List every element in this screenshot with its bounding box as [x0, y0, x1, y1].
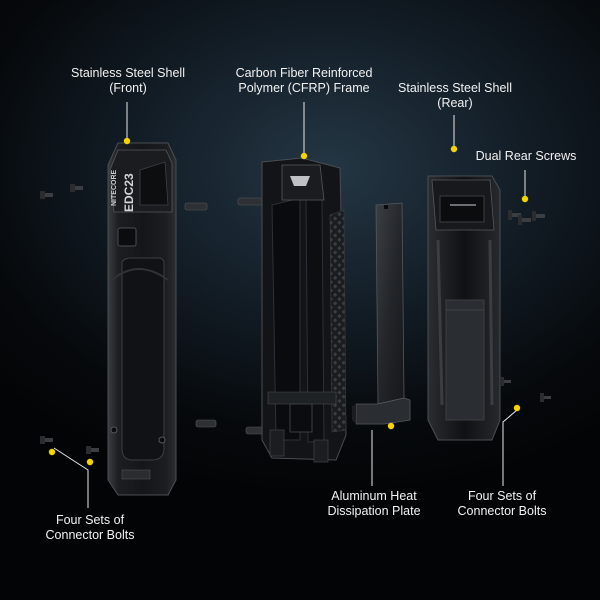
cfrp-frame [261, 157, 347, 463]
label-cfrp-frame: Carbon Fiber Reinforced Polymer (CFRP) F… [235, 66, 373, 95]
label-front-shell: Stainless Steel Shell (Front) [71, 66, 185, 95]
callout-dots [48, 137, 529, 466]
label-heat-plate: Aluminum Heat Dissipation Plate [327, 489, 421, 518]
label-rear-shell: Stainless Steel Shell (Rear) [398, 81, 512, 110]
label-bolts-right: Four Sets of Connector Bolts [457, 489, 547, 518]
model-engraving: EDC23 [122, 173, 136, 212]
label-dual-rear-screws: Dual Rear Screws [475, 149, 577, 163]
brand-engraving: NITECORE [111, 170, 118, 207]
front-screws [40, 184, 99, 454]
rear-steel-shell [427, 175, 501, 441]
front-steel-shell: NITECORE EDC23 [107, 142, 177, 496]
label-bolts-left: Four Sets of Connector Bolts [45, 513, 135, 542]
callout-leaders [53, 102, 526, 508]
rear-screws [500, 210, 551, 402]
connector-pins [184, 197, 267, 435]
aluminum-heat-plate [352, 202, 411, 425]
